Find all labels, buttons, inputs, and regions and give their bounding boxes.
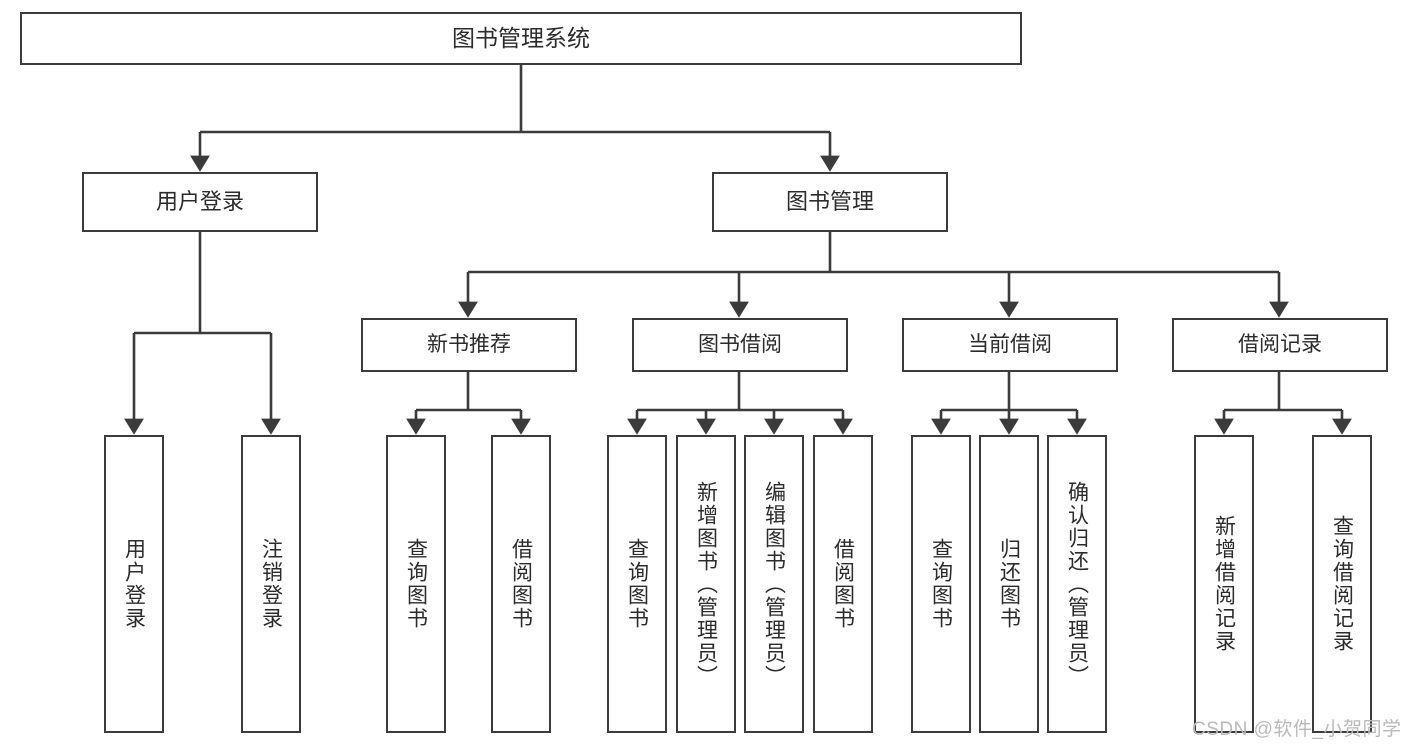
leaf-edit-book-admin[interactable]: 编辑图书（管理员） — [744, 435, 804, 733]
leaf-query-book-current[interactable]: 查询图书 — [911, 435, 971, 733]
leaf-edit-book-admin-label: 编辑图书（管理员） — [762, 480, 786, 688]
leaf-borrow-book-borrow[interactable]: 借阅图书 — [813, 435, 873, 733]
node-book-manage-label: 图书管理 — [785, 188, 874, 214]
leaf-confirm-return-admin[interactable]: 确认归还（管理员） — [1047, 435, 1107, 733]
node-new-book-recommend[interactable]: 新书推荐 — [361, 318, 577, 372]
leaf-add-borrow-record[interactable]: 新增借阅记录 — [1194, 435, 1254, 733]
node-user-login-label: 用户登录 — [155, 188, 244, 214]
leaf-query-book-current-label: 查询图书 — [929, 538, 953, 630]
leaf-borrow-book-borrow-label: 借阅图书 — [831, 538, 855, 630]
leaf-confirm-return-admin-label: 确认归还（管理员） — [1065, 480, 1089, 688]
leaf-logout-login[interactable]: 注销登录 — [241, 435, 301, 733]
node-new-book-recommend-label: 新书推荐 — [427, 333, 511, 357]
node-root-label: 图书管理系统 — [452, 24, 590, 51]
leaf-borrow-book-recommend[interactable]: 借阅图书 — [491, 435, 551, 733]
leaf-borrow-book-recommend-label: 借阅图书 — [509, 538, 533, 630]
node-book-manage[interactable]: 图书管理 — [712, 172, 948, 232]
node-root[interactable]: 图书管理系统 — [20, 12, 1022, 65]
leaf-query-book-recommend[interactable]: 查询图书 — [386, 435, 446, 733]
node-book-borrow[interactable]: 图书借阅 — [632, 318, 848, 372]
leaf-user-login[interactable]: 用户登录 — [104, 435, 164, 733]
leaf-query-borrow-record[interactable]: 查询借阅记录 — [1312, 435, 1372, 733]
node-current-borrow-label: 当前借阅 — [968, 333, 1052, 357]
node-borrow-record-label: 借阅记录 — [1238, 333, 1322, 357]
node-current-borrow[interactable]: 当前借阅 — [902, 318, 1118, 372]
leaf-add-book-admin-label: 新增图书（管理员） — [694, 480, 718, 688]
leaf-query-borrow-record-label: 查询借阅记录 — [1330, 515, 1354, 653]
leaf-return-book[interactable]: 归还图书 — [979, 435, 1039, 733]
leaf-query-book-borrow-label: 查询图书 — [625, 538, 649, 630]
leaf-logout-login-label: 注销登录 — [259, 538, 283, 630]
leaf-query-book-recommend-label: 查询图书 — [404, 538, 428, 630]
node-user-login[interactable]: 用户登录 — [82, 172, 318, 232]
leaf-add-borrow-record-label: 新增借阅记录 — [1212, 515, 1236, 653]
leaf-add-book-admin[interactable]: 新增图书（管理员） — [676, 435, 736, 733]
watermark-text: CSDN @软件_小贺同学 — [1192, 719, 1402, 740]
node-book-borrow-label: 图书借阅 — [698, 333, 782, 357]
leaf-user-login-label: 用户登录 — [122, 538, 146, 630]
leaf-query-book-borrow[interactable]: 查询图书 — [607, 435, 667, 733]
leaf-return-book-label: 归还图书 — [997, 538, 1021, 630]
node-borrow-record[interactable]: 借阅记录 — [1172, 318, 1388, 372]
